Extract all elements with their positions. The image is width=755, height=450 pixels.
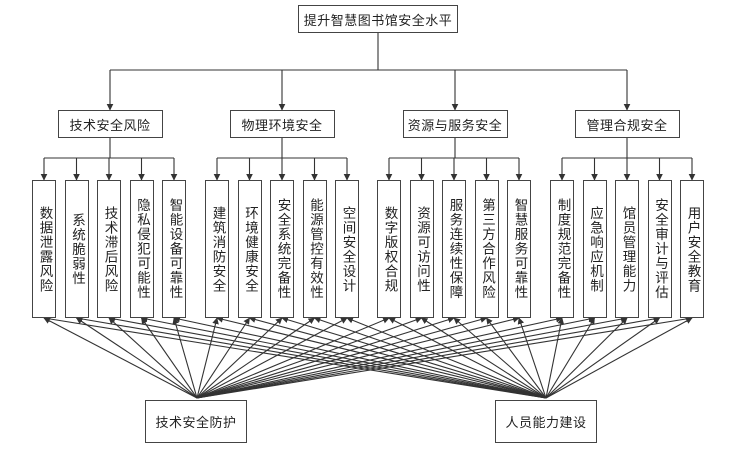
indicator-box-label: 建筑消防安全 (209, 205, 226, 293)
driver-link-line (281, 316, 547, 399)
driver-link-line (453, 317, 547, 399)
driver-box-label: 人员能力建设 (505, 416, 587, 431)
indicator-box-label: 环境健康安全 (242, 205, 258, 293)
indicator-box-label: 服务连续性保障 (446, 198, 463, 300)
driver-link-line (517, 317, 547, 399)
category-box-label: 技术安全风险 (69, 118, 151, 134)
driver-link-line (196, 315, 628, 399)
indicator-box-label: 数据泄露风险 (36, 205, 53, 293)
indicator-box: 安全系统完备性 (270, 180, 294, 318)
indicator-box-label: 数字版权合规 (381, 205, 398, 293)
indicator-box: 智慧服务可靠性 (507, 180, 531, 318)
indicator-box: 环境健康安全 (237, 180, 262, 318)
indicator-box-label: 安全系统完备性 (274, 198, 291, 300)
indicator-box-label: 系统脆弱性 (69, 212, 85, 286)
indicator-box-label: 安全审计与评估 (652, 198, 668, 300)
indicator-box-label: 制度规范完备性 (554, 198, 571, 300)
indicator-box: 数据泄露风险 (32, 180, 56, 318)
indicator-box: 系统脆弱性 (64, 180, 89, 318)
indicator-box-label: 能源管控有效性 (307, 198, 323, 300)
driver-link-line (141, 317, 198, 399)
driver-link-line (216, 316, 547, 399)
indicator-box-label: 智慧服务可靠性 (511, 198, 528, 300)
driver-link-line (140, 315, 547, 399)
driver-link-line (43, 317, 198, 399)
driver-link-line (545, 317, 565, 399)
driver-link-line (196, 315, 661, 399)
driver-box-label: 技术安全防护 (155, 416, 237, 431)
driver-link-line (486, 317, 547, 399)
driver-link-line (545, 317, 693, 399)
driver-link-line (196, 317, 283, 399)
indicator-box-label: 空间安全设计 (339, 205, 356, 293)
driver-link-line (172, 317, 198, 399)
indicator-box: 安全审计与评估 (647, 180, 672, 318)
indicator-box-label: 第三方合作风险 (479, 198, 495, 300)
root-goal-box: 提升智慧图书馆安全水平 (298, 5, 458, 33)
connector-lines (40, 33, 696, 399)
category-box: 技术安全风险 (57, 110, 163, 138)
indicator-box-label: 智能设备可靠性 (166, 198, 183, 300)
indicator-box: 空间安全设计 (335, 180, 359, 318)
driver-link-line (75, 315, 547, 399)
driver-link-line (108, 315, 547, 399)
driver-box: 技术安全防护 (145, 400, 247, 443)
indicator-box: 智能设备可靠性 (162, 180, 186, 318)
indicator-box: 第三方合作风险 (474, 180, 499, 318)
indicator-box: 制度规范完备性 (550, 180, 574, 318)
indicator-box: 技术滞后风险 (97, 180, 121, 318)
driver-link-line (196, 317, 348, 399)
indicator-box-label: 用户安全教育 (684, 205, 701, 293)
driver-link-line (43, 315, 547, 399)
indicator-box: 应急响应机制 (582, 180, 607, 318)
driver-link-line (75, 317, 198, 399)
category-box-label: 管理合规安全 (586, 118, 668, 134)
driver-link-line (196, 317, 219, 399)
driver-link-line (545, 317, 628, 399)
driver-link-line (388, 317, 547, 399)
indicator-box: 资源可访问性 (409, 180, 434, 318)
indicator-box: 馆员管理能力 (615, 180, 639, 318)
indicator-box-label: 应急响应机制 (587, 205, 603, 293)
root-goal-box-label: 提升智慧图书馆安全水平 (303, 13, 453, 29)
indicator-box-label: 隐私侵犯可能性 (134, 198, 150, 300)
indicator-box-label: 技术滞后风险 (101, 205, 118, 293)
driver-link-line (196, 317, 316, 399)
indicator-box: 用户安全教育 (680, 180, 704, 318)
driver-link-line (545, 317, 595, 399)
driver-link-line (313, 316, 547, 399)
driver-link-line (248, 316, 547, 399)
driver-box: 人员能力建设 (495, 400, 597, 443)
driver-link-line (196, 315, 693, 399)
indicator-box: 服务连续性保障 (442, 180, 466, 318)
category-box-label: 资源与服务安全 (407, 118, 503, 134)
category-box: 管理合规安全 (574, 110, 680, 138)
driver-link-line (346, 317, 547, 399)
driver-link-line (420, 317, 547, 399)
category-box: 资源与服务安全 (402, 110, 508, 138)
category-box: 物理环境安全 (229, 110, 335, 138)
category-box-label: 物理环境安全 (241, 118, 323, 134)
indicator-box: 数字版权合规 (377, 180, 401, 318)
indicator-box: 能源管控有效性 (302, 180, 327, 318)
driver-link-line (108, 317, 198, 399)
driver-link-line (545, 317, 661, 399)
indicator-box: 隐私侵犯可能性 (129, 180, 154, 318)
driver-link-line (173, 316, 547, 399)
driver-link-line (196, 317, 250, 399)
indicator-box-label: 资源可访问性 (414, 205, 430, 293)
indicator-box: 建筑消防安全 (205, 180, 229, 318)
indicator-box-label: 馆员管理能力 (619, 205, 636, 293)
